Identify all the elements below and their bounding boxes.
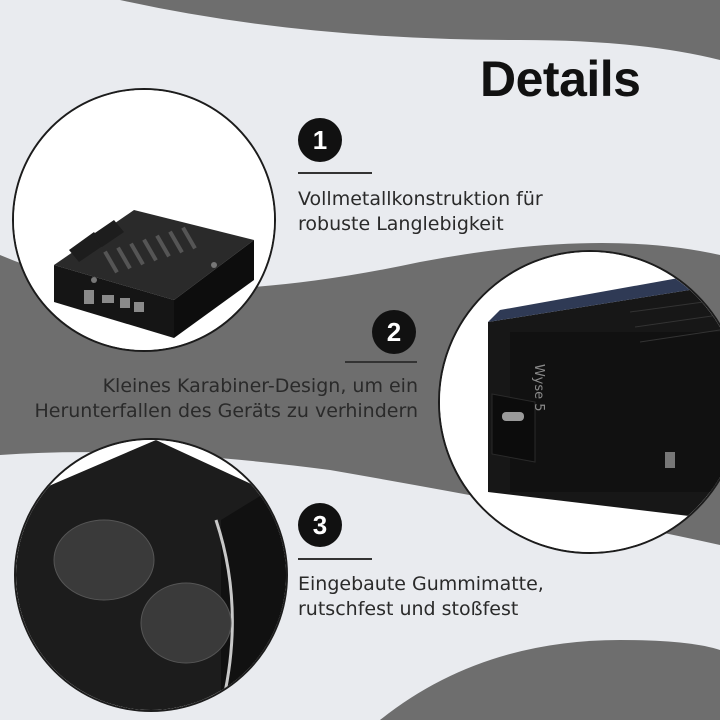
feature-1-line-2: robuste Langlebigkeit (298, 213, 504, 235)
feature-divider-2 (345, 361, 417, 363)
feature-text-1: Vollmetallkonstruktion für robuste Langl… (298, 187, 543, 237)
hook-slot (502, 412, 524, 421)
feature-divider-1 (298, 172, 372, 174)
carabiner-hook (491, 393, 536, 463)
rubber-pad-1 (53, 519, 155, 601)
feature-text-3: Eingebaute Gummimatte, rutschfest und st… (298, 572, 544, 622)
feature-1-line-1: Vollmetallkonstruktion für (298, 188, 543, 210)
bracket-tab-right (92, 220, 124, 247)
page-title: Details (480, 51, 641, 107)
feature-3-line-2: rutschfest und stoßfest (298, 598, 519, 620)
feature-2-line-1: Kleines Karabiner-Design, um ein (102, 375, 418, 397)
top-blob (120, 0, 720, 60)
bracket-side-face (174, 240, 254, 338)
feature-text-2: Kleines Karabiner-Design, um ein Herunte… (8, 374, 418, 424)
device-label: Wyse 5 (531, 364, 546, 412)
feature-3-line-1: Eingebaute Gummimatte, (298, 573, 544, 595)
device-top (488, 270, 720, 322)
product-photo-bracket (12, 88, 276, 352)
feature-number-1: 1 (298, 118, 342, 162)
product-photo-rubber-mat (14, 438, 288, 712)
product-photo-hook: Wyse 5 (438, 250, 720, 554)
feature-number-3: 3 (298, 503, 342, 547)
feature-divider-3 (298, 558, 372, 560)
bottom-blob (380, 640, 720, 720)
tray-edge (214, 519, 234, 710)
rubber-pad-2 (140, 582, 232, 664)
feature-2-line-2: Herunterfallen des Geräts zu verhindern (34, 400, 418, 422)
bracket-tab-left (69, 232, 104, 262)
device-front-panel (510, 332, 720, 492)
feature-number-2: 2 (372, 310, 416, 354)
